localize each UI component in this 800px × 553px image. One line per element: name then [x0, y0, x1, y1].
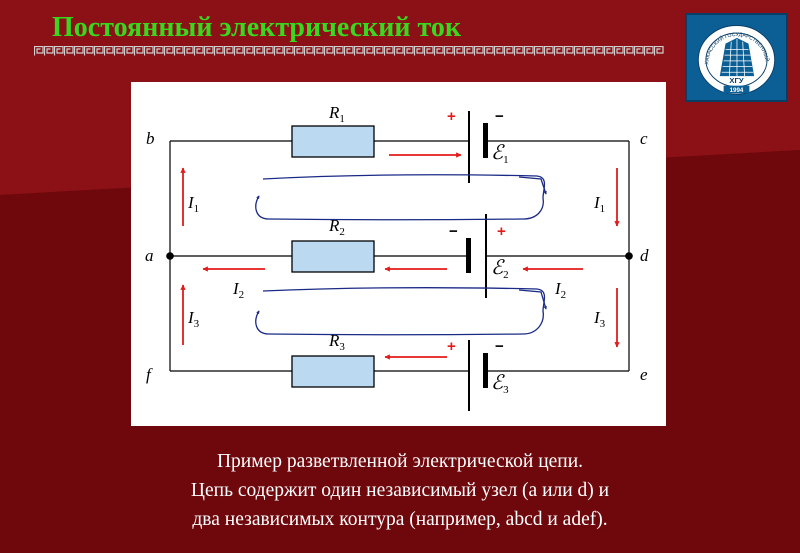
current-label-i1-right: I1: [593, 193, 605, 215]
caption-line-1: Пример разветвленной электрической цепи.: [216, 451, 584, 472]
node-label-b: b: [146, 129, 155, 148]
caption-line-2: Цепь содержит один независимый узел (a и…: [190, 480, 610, 501]
polarity-minus-e3: −: [495, 338, 504, 355]
resistor-label-r3: R3: [328, 331, 345, 353]
logo-name: ХГУ: [729, 76, 743, 85]
resistor-r3: [291, 355, 375, 388]
battery-e2: [466, 214, 487, 298]
caption-line-3: два независимых контура (например, abcd …: [192, 509, 608, 530]
source-label-e3: ℰ3: [491, 372, 509, 396]
battery-e1: [468, 111, 488, 183]
circuit-diagram: b c a d f e R1 R2 R3 ℰ1 ℰ2 ℰ3 + − − + + …: [131, 82, 666, 426]
title-greek-border: [34, 46, 664, 56]
current-label-i3-left: I3: [187, 308, 200, 330]
source-label-e2: ℰ2: [491, 257, 509, 281]
loop-arrow-upper: [255, 174, 546, 221]
loop-arrow-lower-start: [518, 289, 547, 310]
source-label-e1: ℰ1: [491, 142, 509, 166]
polarity-plus-e1: +: [447, 108, 456, 125]
caption: Пример разветвленной электрической цепи.…: [95, 447, 705, 534]
loop-arrow-lower: [255, 287, 546, 336]
node-label-e: e: [640, 365, 648, 384]
resistor-label-r2: R2: [328, 216, 345, 238]
current-label-i3-right: I3: [593, 308, 606, 330]
current-label-i1-left: I1: [187, 193, 199, 215]
battery-e3: [468, 340, 488, 411]
building-icon: [719, 37, 755, 77]
polarity-plus-e2: +: [497, 223, 506, 240]
current-label-i2-left: I2: [232, 279, 244, 301]
node-label-a: a: [145, 246, 154, 265]
polarity-minus-e2: −: [449, 223, 458, 240]
node-label-d: d: [640, 246, 649, 265]
loop-arrow-upper-start: [518, 176, 547, 195]
current-label-i2-right: I2: [554, 279, 566, 301]
polarity-plus-e3: +: [447, 338, 456, 355]
resistor-r2: [291, 240, 375, 273]
logo-year: 1994: [730, 87, 744, 94]
node-label-f: f: [146, 365, 153, 384]
current-arrows: [180, 152, 620, 360]
resistor-label-r1: R1: [328, 103, 345, 125]
node-a-dot: [166, 252, 174, 260]
polarity-minus-e1: −: [495, 108, 504, 125]
slide-title: Постоянный электрический ток: [52, 12, 462, 43]
node-d-dot: [625, 252, 633, 260]
resistor-r1: [291, 125, 375, 158]
node-label-c: c: [640, 129, 648, 148]
university-logo: ХАКАССКИЙ ГОСУДАРСТВЕННЫЙ УНИВЕРСИТЕТ ХГ…: [685, 13, 788, 102]
